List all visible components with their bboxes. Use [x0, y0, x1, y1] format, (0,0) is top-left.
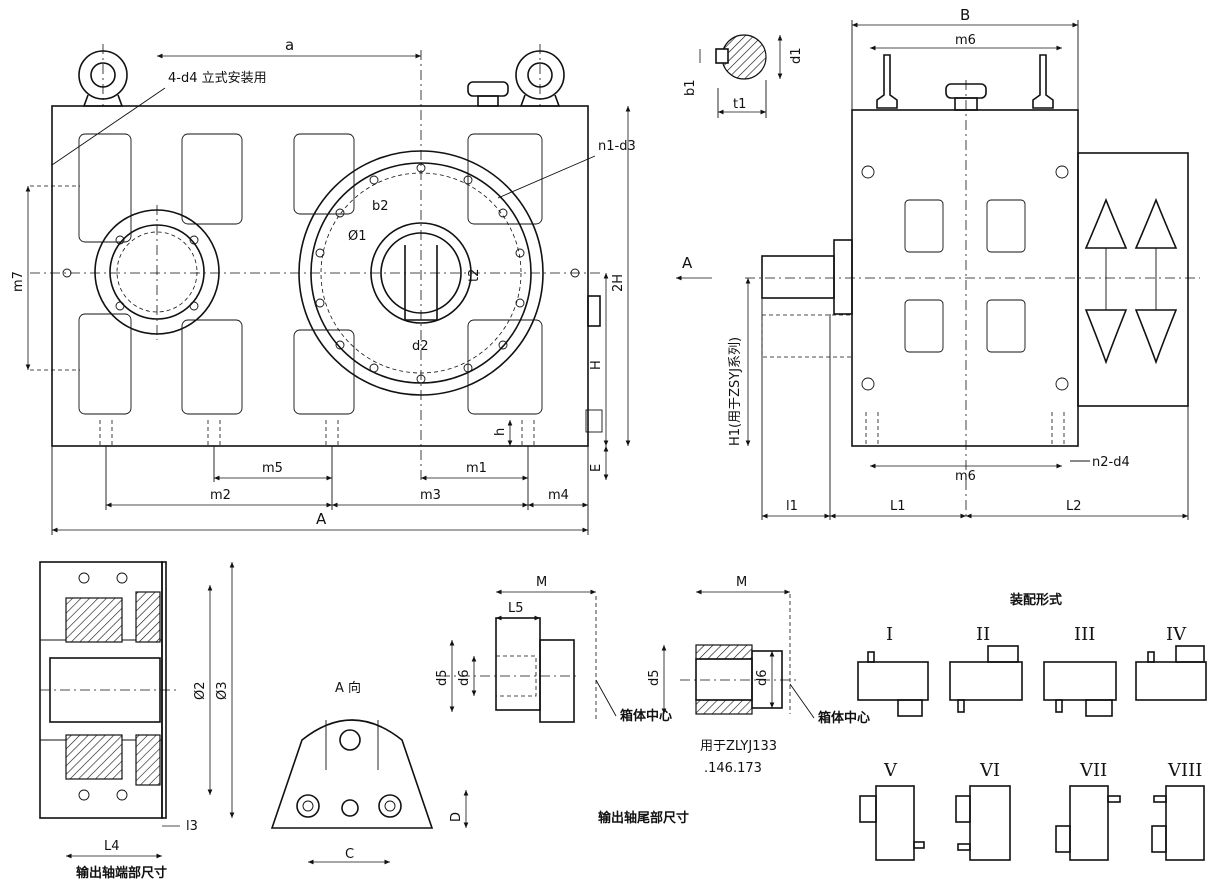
- output-shaft-end-section: Ø2 Ø3 L4 l3 输出轴端部尺寸: [39, 561, 235, 881]
- dim-d3-side: Ø3: [215, 681, 230, 700]
- note-zlyj-1: 用于ZLYJ133: [700, 739, 777, 754]
- label-t2: t2: [467, 269, 482, 282]
- input-shaft-flange: [94, 205, 220, 340]
- label-n2-d4: n2-d4: [1092, 455, 1130, 470]
- label-b2: b2: [372, 199, 389, 214]
- dim-b1: b1: [683, 79, 698, 96]
- dim-l3: l3: [186, 819, 198, 834]
- dim-m6-bottom: m6: [955, 469, 976, 484]
- side-view: B m6 m6 n2-d4 H1(用于ZSYJ系列) l1 L1 L2: [728, 6, 1200, 520]
- dim-l1: l1: [786, 499, 798, 514]
- output-shaft-tail: M L5 d5 d6 箱体中心 M d5 d6 箱体中心 用于ZLYJ133 .…: [435, 575, 870, 826]
- form-label-2: II: [976, 624, 990, 645]
- note-zlyj-2: .146.173: [704, 761, 762, 776]
- dim-B: B: [960, 6, 970, 24]
- dim-C: C: [345, 847, 354, 862]
- dim-e: E: [589, 464, 604, 472]
- lifting-eye-left: [78, 44, 128, 107]
- housing-outline: [51, 105, 589, 447]
- dim-m3: m3: [420, 488, 441, 503]
- label-d2: d2: [412, 339, 429, 354]
- form-label-5: V: [883, 760, 898, 781]
- dim-a: a: [285, 36, 294, 54]
- dim-m7: m7: [11, 271, 26, 292]
- foot-bolts: [99, 420, 535, 446]
- housing-windows: [78, 133, 543, 415]
- dim-M-2: M: [736, 575, 747, 590]
- note-4-d4: 4-d4 立式安装用: [168, 71, 267, 86]
- output-shaft-flange: [298, 50, 544, 480]
- shaft-key-section: t1 b1 d1: [683, 34, 804, 118]
- dim-m1: m1: [466, 461, 487, 476]
- form-label-6: VI: [979, 760, 1000, 781]
- dim-h-big: H: [589, 360, 604, 370]
- dim-L2: L2: [1066, 499, 1082, 514]
- dim-L4: L4: [104, 839, 120, 854]
- dim-D: D: [449, 812, 464, 822]
- dim-d1: d1: [789, 47, 804, 64]
- front-view: a 4-d4 立式安装用 n1-d3 b2 Ø1 t2 d2 m7 2H H h…: [11, 36, 712, 535]
- title-view-a: A 向: [335, 680, 361, 696]
- dim-d5-1: d5: [435, 669, 450, 686]
- dim-d6-2: d6: [755, 669, 770, 686]
- dim-m5: m5: [262, 461, 283, 476]
- dim-m4: m4: [548, 488, 569, 503]
- form-label-4: IV: [1166, 624, 1187, 645]
- dim-t1: t1: [733, 97, 746, 112]
- dim-2h: 2H: [611, 274, 626, 292]
- assembly-forms: 装配形式 I II III IV V VI VII: [857, 592, 1207, 861]
- caption-output-shaft-end: 输出轴端部尺寸: [76, 865, 167, 881]
- label-box-center-2: 箱体中心: [818, 710, 870, 726]
- dim-M-1: M: [536, 575, 547, 590]
- lifting-eye-right: [515, 44, 565, 107]
- dim-d2-side: Ø2: [193, 681, 208, 700]
- form-label-3: III: [1074, 624, 1095, 645]
- form-label-7: VII: [1079, 760, 1107, 781]
- dim-d6-1: d6: [457, 669, 472, 686]
- title-assembly-forms: 装配形式: [1009, 592, 1062, 608]
- label-n1-d3: n1-d3: [598, 139, 636, 154]
- dim-A: A: [316, 510, 327, 528]
- label-phi1: Ø1: [348, 229, 367, 244]
- dim-m6-top: m6: [955, 33, 976, 48]
- dim-h-small: h: [493, 428, 508, 436]
- dim-L1: L1: [890, 499, 906, 514]
- form-label-1: I: [886, 624, 893, 645]
- breather-plug: [467, 81, 509, 107]
- dim-d5-2: d5: [647, 669, 662, 686]
- dim-m2: m2: [210, 488, 231, 503]
- view-a: A 向 C D: [270, 680, 469, 865]
- form-label-8: VIII: [1167, 760, 1202, 781]
- caption-output-shaft-tail: 输出轴尾部尺寸: [598, 810, 689, 826]
- dim-L5: L5: [508, 601, 524, 616]
- view-arrow-A: A: [682, 254, 693, 272]
- label-box-center-1: 箱体中心: [620, 708, 672, 724]
- note-h1: H1(用于ZSYJ系列): [728, 337, 743, 446]
